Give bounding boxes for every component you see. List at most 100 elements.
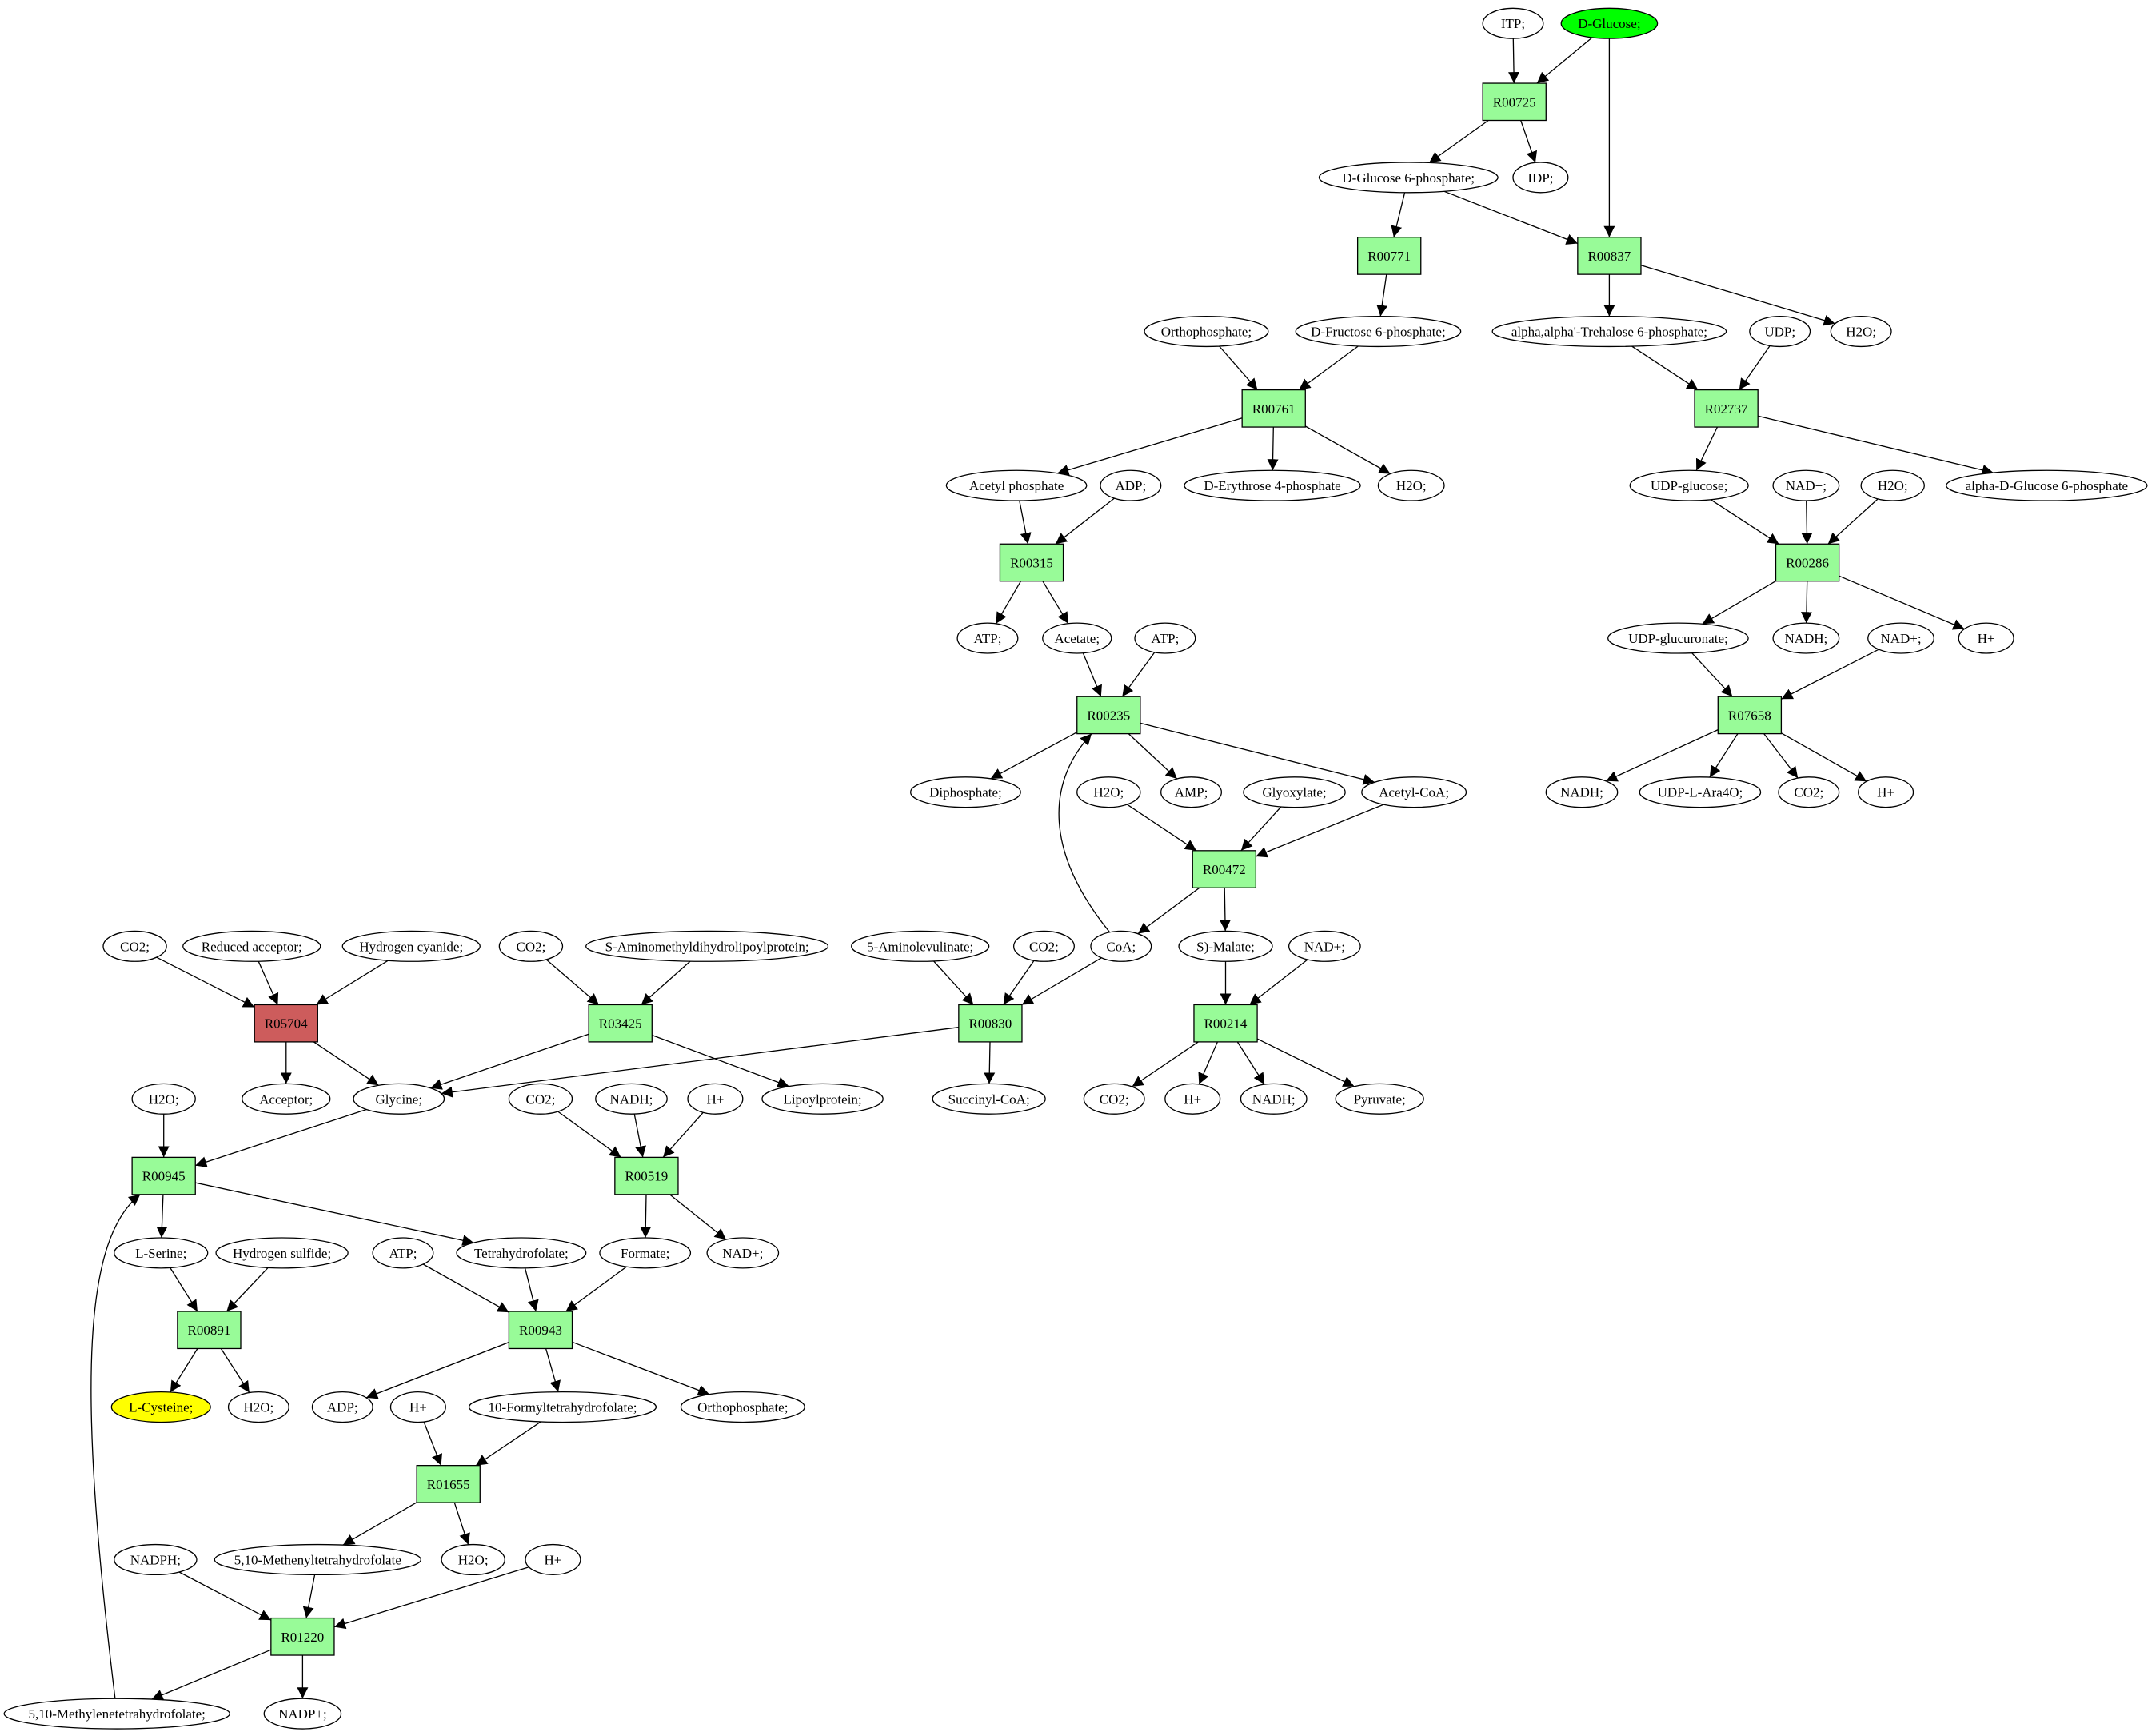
compound-label: ITP; [1501, 16, 1525, 31]
compound-h-r00214[interactable]: H+ [1164, 1083, 1221, 1115]
compound-l-serine[interactable]: L-Serine; [114, 1237, 209, 1269]
compound-glucose-6p-alpha[interactable]: alpha-D-Glucose 6-phosphate [1946, 469, 2148, 501]
compound-s-malate[interactable]: S)-Malate; [1178, 930, 1273, 962]
reaction-r00519[interactable]: R00519 [614, 1156, 679, 1195]
reaction-r02737[interactable]: R02737 [1694, 389, 1759, 428]
compound-succinyl-coa[interactable]: Succinyl-CoA; [932, 1083, 1046, 1115]
compound-acetyl-phosphate[interactable]: Acetyl phosphate [945, 469, 1088, 501]
compound-amp[interactable]: AMP; [1160, 776, 1223, 808]
reaction-r00943[interactable]: R00943 [508, 1311, 573, 1350]
compound-nadh-r00286[interactable]: NADH; [1772, 622, 1840, 654]
compound-h-r00286[interactable]: H+ [1958, 622, 2014, 654]
reaction-r03425[interactable]: R03425 [588, 1004, 653, 1043]
compound-acetyl-coa[interactable]: Acetyl-CoA; [1361, 776, 1467, 808]
compound-nad-r00214[interactable]: NAD+; [1288, 930, 1361, 962]
compound-label: ADP; [327, 1400, 358, 1415]
compound-h2o-r00761[interactable]: H2O; [1377, 469, 1445, 501]
reaction-r00945[interactable]: R00945 [131, 1156, 196, 1195]
compound-formyl-thf[interactable]: 10-Formyltetrahydrofolate; [468, 1391, 657, 1423]
compound-nadh-r00519[interactable]: NADH; [595, 1083, 668, 1115]
compound-methenyl-thf[interactable]: 5,10-Methenyltetrahydrofolate [214, 1543, 421, 1576]
compound-h-r01655[interactable]: H+ [389, 1391, 446, 1423]
compound-nadh-r07658[interactable]: NADH; [1545, 776, 1619, 808]
compound-pyruvate[interactable]: Pyruvate; [1335, 1083, 1424, 1115]
compound-co2-r00830[interactable]: CO2; [1012, 930, 1075, 962]
compound-co2-r05704[interactable]: CO2; [102, 930, 167, 962]
compound-nad-r07658[interactable]: NAD+; [1867, 622, 1934, 654]
reaction-r00725[interactable]: R00725 [1482, 82, 1547, 122]
compound-acceptor[interactable]: Acceptor; [242, 1083, 331, 1115]
compound-h2o-r00286[interactable]: H2O; [1860, 469, 1925, 501]
compound-trehalose-6p[interactable]: alpha,alpha'-Trehalose 6-phosphate; [1491, 315, 1727, 348]
compound-atp-out[interactable]: ATP; [956, 622, 1019, 654]
compound-aminomethyl-lipoyl[interactable]: S-Aminomethyldihydrolipoylprotein; [585, 930, 829, 962]
compound-ellipse [687, 1083, 744, 1115]
compound-h-r00519[interactable]: H+ [687, 1083, 744, 1115]
compound-adp-r00943[interactable]: ADP; [311, 1391, 373, 1423]
compound-idp[interactable]: IDP; [1512, 162, 1569, 194]
compound-h-r07658[interactable]: H+ [1858, 776, 1914, 808]
reaction-r00472[interactable]: R00472 [1192, 850, 1257, 888]
compound-d-fructose-6p[interactable]: D-Fructose 6-phosphate; [1295, 315, 1462, 348]
compound-ellipse [1778, 776, 1840, 808]
compound-acetate[interactable]: Acetate; [1042, 622, 1112, 654]
reaction-r00214[interactable]: R00214 [1193, 1004, 1258, 1043]
compound-erythrose-4p[interactable]: D-Erythrose 4-phosphate [1184, 469, 1361, 501]
compound-orthophosphate-r00943[interactable]: Orthophosphate; [680, 1391, 805, 1423]
compound-h2o-r01655[interactable]: H2O; [441, 1543, 505, 1576]
compound-reduced-acceptor[interactable]: Reduced acceptor; [182, 930, 321, 962]
compound-d-glucose[interactable]: D-Glucose; [1560, 7, 1659, 39]
compound-ellipse [706, 1237, 780, 1269]
compound-glycine[interactable]: Glycine; [353, 1083, 445, 1115]
compound-adp-top[interactable]: ADP; [1100, 469, 1162, 501]
compound-h2o-r00837[interactable]: H2O; [1830, 315, 1892, 348]
compound-udp-glucuronate[interactable]: UDP-glucuronate; [1607, 622, 1749, 654]
reaction-r00891[interactable]: R00891 [177, 1311, 242, 1350]
compound-h-r01220[interactable]: H+ [525, 1543, 581, 1576]
compound-co2-r07658[interactable]: CO2; [1778, 776, 1840, 808]
reaction-r00235[interactable]: R00235 [1076, 696, 1141, 735]
compound-udp[interactable]: UDP; [1749, 315, 1811, 348]
reaction-r00761[interactable]: R00761 [1241, 389, 1306, 428]
reaction-r00830[interactable]: R00830 [958, 1004, 1023, 1043]
reaction-r00315[interactable]: R00315 [999, 543, 1064, 582]
compound-hydrogen-sulfide[interactable]: Hydrogen sulfide; [215, 1237, 349, 1269]
compound-l-cysteine[interactable]: L-Cysteine; [110, 1391, 211, 1423]
compound-h2o-r00945[interactable]: H2O; [131, 1083, 196, 1115]
compound-aminolevulinate[interactable]: 5-Aminolevulinate; [851, 930, 990, 962]
compound-udp-glucose[interactable]: UDP-glucose; [1629, 469, 1749, 501]
compound-formate[interactable]: Formate; [599, 1237, 692, 1269]
compound-glyoxylate[interactable]: Glyoxylate; [1243, 776, 1346, 808]
compound-nadph[interactable]: NADPH; [114, 1543, 198, 1576]
compound-co2-r00214[interactable]: CO2; [1083, 1083, 1145, 1115]
compound-orthophosphate-top[interactable]: Orthophosphate; [1144, 315, 1269, 348]
compound-co2-r03425[interactable]: CO2; [498, 930, 564, 962]
compound-co2-r00519[interactable]: CO2; [508, 1083, 573, 1115]
compound-diphosphate[interactable]: Diphosphate; [909, 776, 1021, 808]
compound-nad-r00519[interactable]: NAD+; [706, 1237, 780, 1269]
compound-atp-r00943[interactable]: ATP; [372, 1237, 434, 1269]
reaction-r00837[interactable]: R00837 [1577, 237, 1642, 275]
compound-ellipse [1100, 469, 1162, 501]
reaction-r05704[interactable]: R05704 [254, 1004, 318, 1043]
compound-itp[interactable]: ITP; [1482, 7, 1544, 39]
reaction-r00771[interactable]: R00771 [1356, 237, 1422, 275]
reaction-r00286[interactable]: R00286 [1775, 543, 1840, 582]
compound-nadh-r00214[interactable]: NADH; [1240, 1083, 1308, 1115]
compound-h2o-r00472[interactable]: H2O; [1076, 776, 1141, 808]
compound-nadp[interactable]: NADP+; [263, 1698, 342, 1730]
compound-d-glucose-6p[interactable]: D-Glucose 6-phosphate; [1318, 162, 1499, 194]
reaction-r01220[interactable]: R01220 [270, 1617, 335, 1656]
compound-lipoylprotein[interactable]: Lipoylprotein; [761, 1083, 884, 1115]
reaction-r01655[interactable]: R01655 [416, 1465, 481, 1503]
compound-label: D-Erythrose 4-phosphate [1204, 478, 1340, 493]
compound-atp-in[interactable]: ATP; [1134, 622, 1196, 654]
compound-tetrahydrofolate[interactable]: Tetrahydrofolate; [456, 1237, 587, 1269]
compound-coa[interactable]: CoA; [1090, 930, 1152, 962]
compound-methylene-thf[interactable]: 5,10-Methylenetetrahydrofolate; [3, 1698, 230, 1730]
compound-hydrogen-cyanide[interactable]: Hydrogen cyanide; [341, 930, 481, 962]
compound-udp-l-ara4o[interactable]: UDP-L-Ara4O; [1639, 776, 1762, 808]
compound-h2o-r00891[interactable]: H2O; [227, 1391, 289, 1423]
compound-nad-r00286[interactable]: NAD+; [1772, 469, 1840, 501]
reaction-r07658[interactable]: R07658 [1717, 696, 1783, 735]
